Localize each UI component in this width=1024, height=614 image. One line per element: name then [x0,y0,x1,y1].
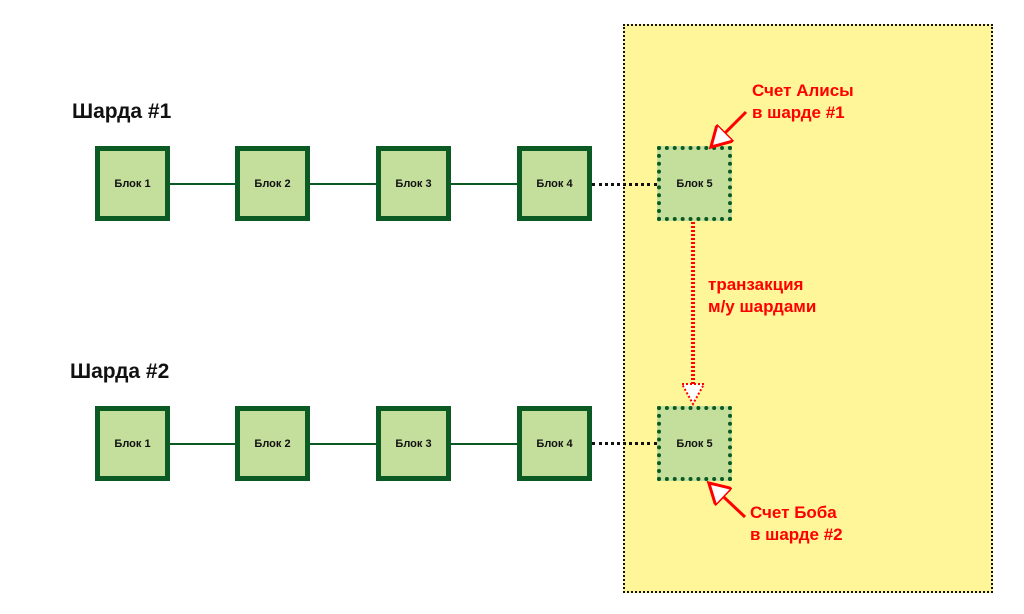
transaction-arrowhead-icon [680,383,706,407]
alice-note-line-2: в шарде #1 [752,103,845,122]
shard-2-title: Шарда #2 [70,360,170,383]
shard-1-link-4-5 [592,183,657,186]
shard-1-block-5-pending: Блок 5 [657,146,732,221]
shard-1-block-4: Блок 4 [517,146,592,221]
shard-1-link-2-3 [310,183,376,185]
shard-2-block-2: Блок 2 [235,406,310,481]
shard-1-link-1-2 [170,183,235,185]
alice-pointer-arrow [713,110,748,145]
bob-note-line-1: Счет Боба [750,503,837,522]
shard-2-block-1: Блок 1 [95,406,170,481]
shard-1-block-2: Блок 2 [235,146,310,221]
shard-2-link-4-5 [592,442,657,445]
shard-1-title: Шарда #1 [72,100,172,123]
transaction-note: транзакция м/у шардами [708,274,816,318]
shard-1-block-1: Блок 1 [95,146,170,221]
shard-2-block-4: Блок 4 [517,406,592,481]
transaction-note-line-2: м/у шардами [708,297,817,316]
shard-1-block-3: Блок 3 [376,146,451,221]
bob-note-line-2: в шарде #2 [750,525,843,544]
shard-2-block-5-pending: Блок 5 [657,406,732,481]
shard-2-block-3: Блок 3 [376,406,451,481]
transaction-note-line-1: транзакция [708,275,804,294]
shard-1-link-3-4 [451,183,517,185]
alice-account-note: Счет Алисы в шарде #1 [752,80,854,124]
shard-2-link-2-3 [310,443,376,445]
cross-shard-zone [623,24,993,593]
shard-2-link-1-2 [170,443,235,445]
shard-2-link-3-4 [451,443,517,445]
bob-pointer-arrow [711,485,747,519]
bob-account-note: Счет Боба в шарде #2 [750,502,843,546]
alice-note-line-1: Счет Алисы [752,81,854,100]
